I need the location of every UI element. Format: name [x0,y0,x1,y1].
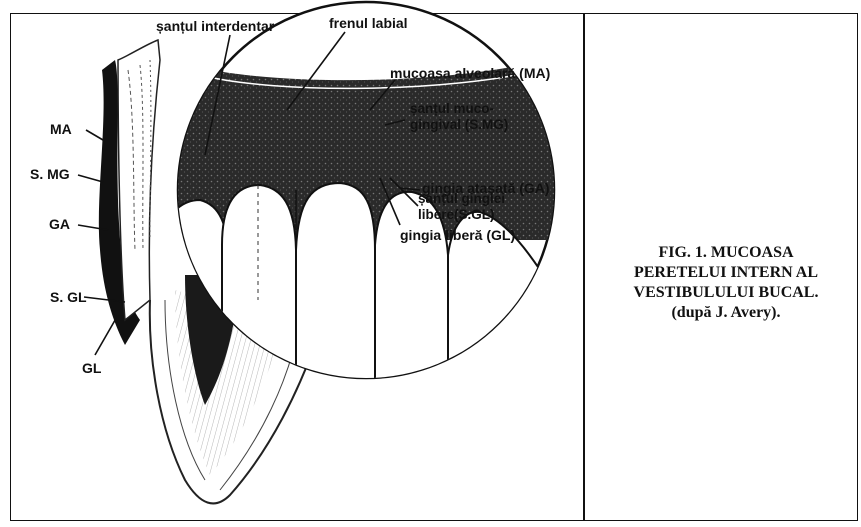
label-frenul-labial: frenul labial [329,15,408,31]
label-santul-mucogingival-1: șanțul muco- [410,101,494,116]
label-santul-gingiei-2: libere(S.GL) [418,207,495,222]
caption-line-4: (după J. Avery). [596,303,856,323]
caption-line-3: VESTIBULULUI BUCAL. [596,283,856,303]
label-santul-mucogingival-2: gingival (S.MG) [410,117,508,132]
figure-caption: FIG. 1. MUCOASA PERETELUI INTERN AL VEST… [596,243,856,323]
label-gingia-libera: gingia liberă (GL) [400,227,515,243]
caption-line-1: FIG. 1. MUCOASA [596,243,856,263]
label-santul-gingiei-1: șanțul gingiei [418,191,505,206]
label-ga: GA [49,216,70,232]
label-mucoasa-alveolara: mucoasa alveolară (MA) [390,65,550,81]
label-sgl: S. GL [50,289,87,305]
caption-line-2: PERETELUI INTERN AL [596,263,856,283]
label-ma: MA [50,121,72,137]
label-smg: S. MG [30,166,70,182]
label-gl: GL [82,360,102,376]
label-santul-interdentar: șanțul interdentar [156,18,275,34]
